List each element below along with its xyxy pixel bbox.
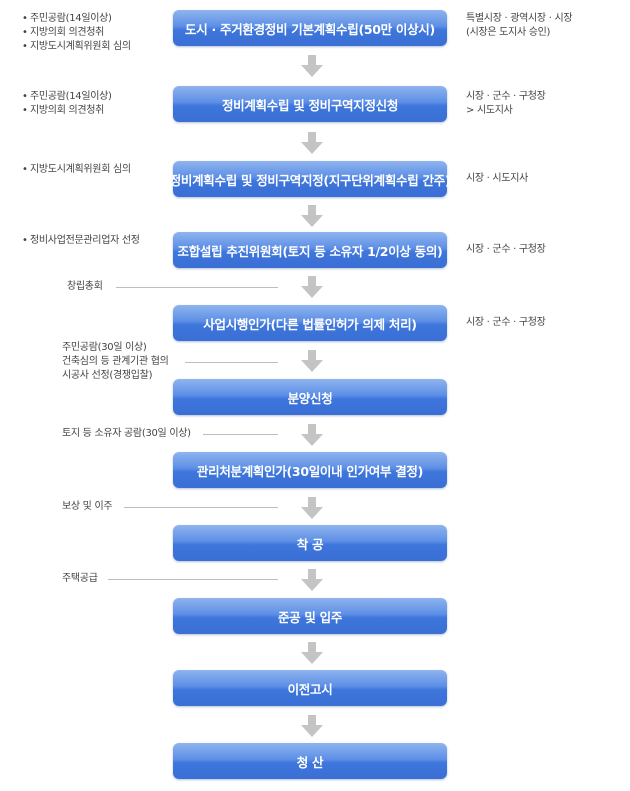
right-note-step4: 시장 · 군수 · 구청장 xyxy=(466,243,546,257)
note-text: 지방의회 의견청취 xyxy=(30,27,105,38)
step-liquidation: 청 산 xyxy=(173,743,447,779)
step-construction-start: 착 공 xyxy=(173,525,447,561)
note-pre-sale: 주민공람(30일 이상) 건축심의 등 관계기관 협의 시공사 선정(경쟁입찰) xyxy=(62,341,169,383)
step-promotion-committee: 조합설립 추진위원회(토지 등 소유자 1/2이상 동의) xyxy=(173,232,447,268)
down-arrow-icon xyxy=(301,132,323,154)
right-note-step2: 시장 · 군수 · 구청장 > 시도지사 xyxy=(466,90,546,118)
down-arrow-icon xyxy=(301,350,323,372)
note-text: 시장 · 시도지사 xyxy=(466,173,529,184)
down-arrow-icon xyxy=(301,205,323,227)
step-zone-designation: 정비계획수립 및 정비구역지정(지구단위계획수립 간주) xyxy=(170,161,451,197)
connector-line xyxy=(108,579,278,580)
down-arrow-icon xyxy=(301,424,323,446)
note-text: 시장 · 군수 · 구청장 xyxy=(466,244,546,255)
note-text: 특별시장 · 광역시장 · 시장 xyxy=(466,13,573,24)
connector-line xyxy=(124,507,278,508)
note-text: 주민공람(14일이상) xyxy=(30,13,112,24)
note-text: 시공사 선정(경쟁입찰) xyxy=(62,370,153,381)
step-basic-plan: 도시 · 주거환경정비 기본계획수립(50만 이상시) xyxy=(173,10,447,46)
down-arrow-icon xyxy=(301,642,323,664)
note-founding-meeting: 창립총회 xyxy=(67,281,103,292)
note-text: 시장 · 군수 · 구청장 xyxy=(466,317,546,328)
note-text: 지방도시계획위원회 심의 xyxy=(30,164,131,175)
right-note-step3: 시장 · 시도지사 xyxy=(466,172,528,186)
note-text: 지방의회 의견청취 xyxy=(30,105,105,116)
step-plan-application: 정비계획수립 및 정비구역지정신청 xyxy=(173,86,447,122)
note-text: 시장 · 군수 · 구청장 xyxy=(466,91,546,102)
left-note-step3: •지방도시계획위원회 심의 xyxy=(22,164,131,175)
note-housing-supply: 주택공급 xyxy=(62,573,98,584)
note-owner-review: 토지 등 소유자 공람(30일 이상) xyxy=(62,428,191,439)
down-arrow-icon xyxy=(301,715,323,737)
connector-line xyxy=(116,287,278,288)
step-transfer-notice: 이전고시 xyxy=(173,670,447,706)
right-note-step1: 특별시장 · 광역시장 · 시장 (시장은 도지사 승인) xyxy=(466,12,573,40)
step-management-approval: 관리처분계획인가(30일이내 인가여부 결정) xyxy=(173,452,447,488)
down-arrow-icon xyxy=(301,497,323,519)
left-note-step1: •주민공람(14일이상) •지방의회 의견청취 •지방도시계획위원회 심의 xyxy=(22,13,131,52)
note-text: 주민공람(14일이상) xyxy=(30,91,112,102)
note-text: 정비사업전문관리업자 선정 xyxy=(30,235,140,246)
left-note-step2: •주민공람(14일이상) •지방의회 의견청취 xyxy=(22,91,112,116)
note-text: 건축심의 등 관계기관 협의 xyxy=(62,356,169,367)
note-text: 지방도시계획위원회 심의 xyxy=(30,41,131,52)
note-text: (시장은 도지사 승인) xyxy=(466,27,551,38)
down-arrow-icon xyxy=(301,276,323,298)
note-compensation: 보상 및 이주 xyxy=(62,501,113,512)
down-arrow-icon xyxy=(301,569,323,591)
step-sale-application: 분양신청 xyxy=(173,379,447,415)
step-project-approval: 사업시행인가(다른 법률인허가 의제 처리) xyxy=(173,305,447,341)
connector-line xyxy=(203,434,278,435)
right-note-step5: 시장 · 군수 · 구청장 xyxy=(466,316,546,330)
down-arrow-icon xyxy=(301,55,323,77)
connector-line xyxy=(185,362,278,363)
note-text: 주민공람(30일 이상) xyxy=(62,342,147,353)
note-text: > 시도지사 xyxy=(466,105,513,116)
left-note-step4: •정비사업전문관리업자 선정 xyxy=(22,235,140,246)
step-completion: 준공 및 입주 xyxy=(173,598,447,634)
